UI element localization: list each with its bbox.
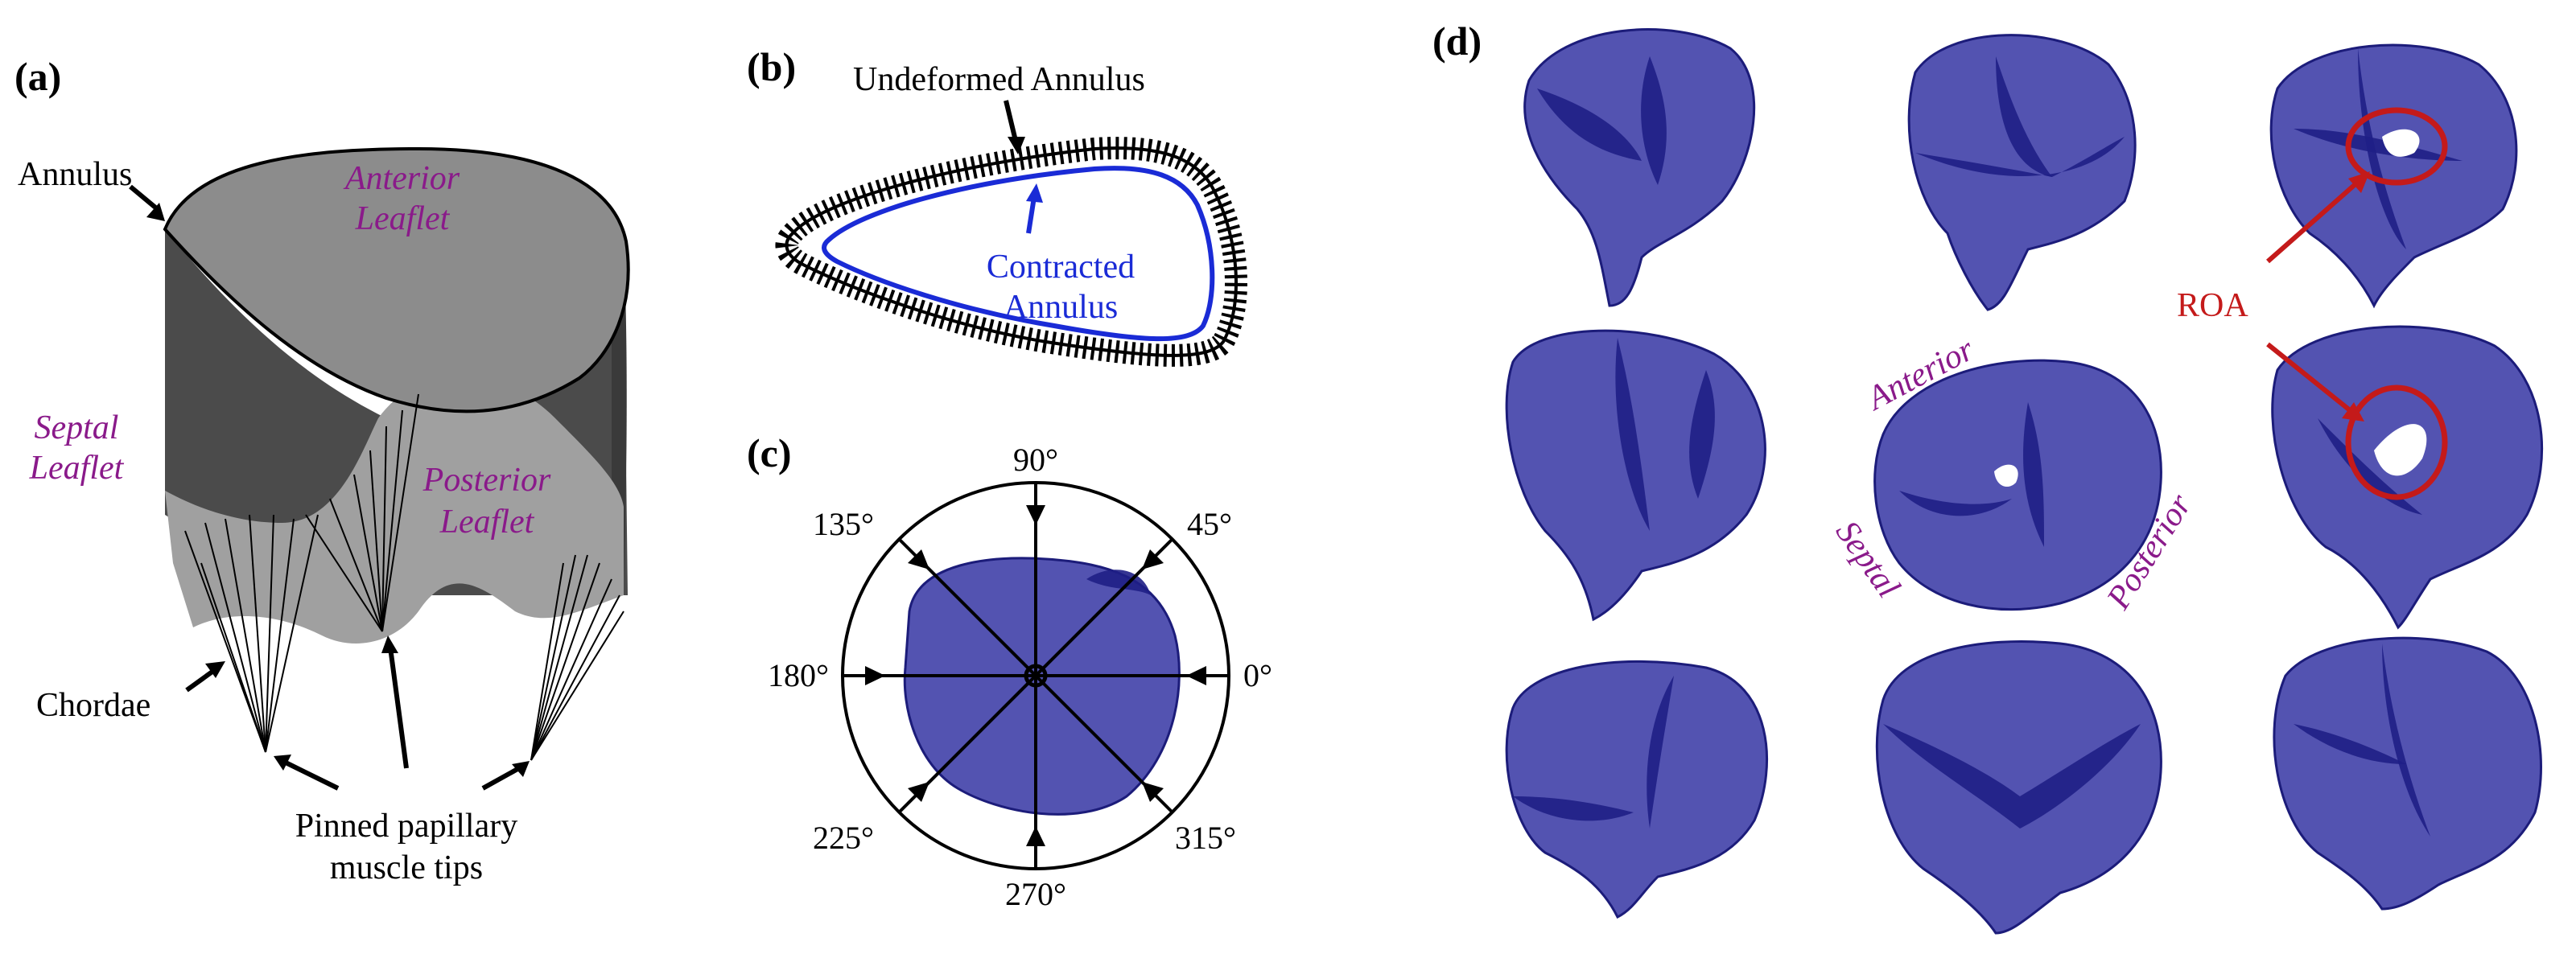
chordae-right [530, 554, 624, 761]
anterior-leaflet-label-1: Anterior [343, 160, 460, 197]
annulus-arrowhead [146, 203, 165, 221]
pinned-arrow-left [284, 760, 340, 791]
chordae-arrow [185, 667, 217, 693]
angle-180-label: 180° [768, 657, 829, 693]
valve-r2c1 [1505, 329, 1766, 622]
pinned-arrow-middle [388, 647, 409, 769]
polar-spokes [843, 483, 1229, 869]
roa-circle-bottom [2345, 384, 2448, 500]
angle-135-label: 135° [813, 506, 874, 542]
valve-r1c1 [1523, 28, 1756, 307]
angle-0-label: 0° [1243, 657, 1272, 693]
chordae-label: Chordae [36, 687, 150, 724]
contracted-annulus-label-1: Contracted [987, 249, 1135, 286]
pinned-label-2: muscle tips [330, 849, 483, 886]
anterior-leaflet-label-2: Leaflet [355, 200, 451, 237]
roa-label: ROA [2177, 287, 2248, 324]
angle-90-label: 90° [1013, 442, 1058, 478]
panel-b-label: (b) [747, 44, 796, 89]
contracted-arrow [1026, 196, 1037, 234]
panel-c: (c) 90° 270° 180° 0° 135° 45° 225 [747, 430, 1272, 912]
contracted-annulus-label-2: Annulus [1004, 289, 1118, 326]
undeformed-annulus-label: Undeformed Annulus [853, 61, 1145, 98]
valve-r3c3 [2273, 636, 2542, 911]
roa-arrow-bottom [2266, 342, 2351, 413]
valve-r1c3 [2269, 43, 2518, 309]
valve-r3c1 [1505, 660, 1768, 919]
angle-315-label: 315° [1175, 820, 1236, 856]
annulus-arrow [129, 184, 161, 213]
annulus-label: Annulus [18, 156, 132, 193]
valve-r3c2 [1875, 640, 2162, 935]
panel-b: (b) Undeformed Annulus Contracted Annulu… [747, 44, 1247, 367]
angle-270-label: 270° [1005, 876, 1066, 912]
anterior-leaflet [163, 146, 630, 413]
panel-c-label: (c) [747, 430, 792, 475]
chordae-middle [305, 393, 419, 632]
pinned-label-1: Pinned papillary [295, 808, 517, 845]
septal-leaflet-label-1: Septal [35, 409, 119, 446]
septal-leaflet-label-2: Leaflet [29, 450, 125, 487]
undeformed-arrow [1004, 100, 1018, 142]
chordae-left [184, 514, 319, 753]
valve-r2c2 [1873, 359, 2162, 611]
roa-circle-top [2345, 107, 2448, 186]
roa-arrow-top [2266, 181, 2358, 264]
valve-r2c3 [2271, 325, 2544, 630]
angle-45-label: 45° [1187, 506, 1232, 542]
angle-225-label: 225° [813, 820, 874, 856]
valve-r1c2 [1907, 34, 2137, 311]
panel-a-label: (a) [14, 54, 61, 99]
posterior-leaflet-label-2: Leaflet [439, 504, 535, 541]
pinned-arrow-right [481, 766, 521, 791]
panel-a: (a) [14, 54, 630, 886]
panel-d-label: (d) [1432, 19, 1482, 64]
panel-d: (d) [1432, 19, 2544, 935]
posterior-leaflet [165, 376, 624, 644]
contracted-annulus [822, 166, 1215, 342]
posterior-leaflet-label-1: Posterior [422, 462, 551, 499]
polar-arrowheads [865, 505, 1206, 846]
